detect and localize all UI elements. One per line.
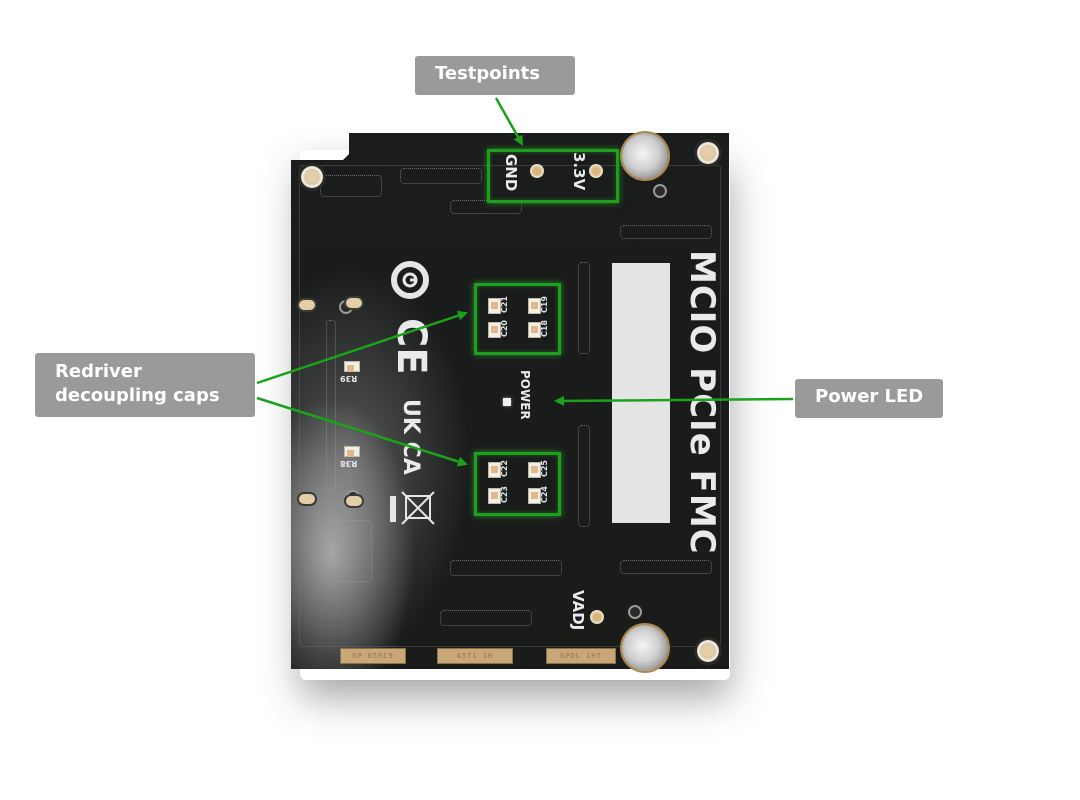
mounting-hole	[301, 166, 323, 188]
product-name-silkscreen: MCIO PCIe FMC	[682, 250, 722, 555]
trace	[320, 175, 382, 197]
via-chain	[326, 320, 336, 492]
via	[653, 184, 667, 198]
resistor-r38	[344, 446, 360, 457]
via-chain	[578, 425, 590, 527]
gold-pad: GPDL 1HT	[546, 648, 616, 664]
redriver-caps-callout: Redriver decoupling caps	[35, 353, 255, 417]
power-silkscreen: POWER	[518, 370, 532, 420]
mounting-hole	[697, 142, 719, 164]
power-led	[503, 398, 511, 406]
testpoints-highlight-box	[487, 149, 619, 203]
caps-top-highlight-box	[474, 283, 561, 355]
screw	[622, 625, 668, 671]
weee-bin-icon	[388, 490, 436, 526]
edge-pad	[346, 496, 362, 506]
testpoints-callout-text: Testpoints	[435, 63, 540, 84]
3v3-silkscreen: 3.3V	[570, 152, 588, 191]
testpoints-callout: Testpoints	[415, 56, 575, 95]
cap-c18	[528, 322, 541, 338]
edge-pad	[346, 298, 362, 308]
trace	[330, 520, 372, 582]
trace	[620, 225, 712, 239]
recycle-mark-icon	[390, 260, 430, 300]
trace	[450, 560, 562, 576]
ukca-mark: UK CA	[398, 399, 423, 475]
via	[628, 605, 642, 619]
blank-label-area	[612, 263, 670, 523]
3v3-testpoint	[589, 164, 603, 178]
trace	[450, 200, 522, 214]
pad-label: A5T1 1H	[456, 652, 494, 660]
power-led-callout-text: Power LED	[815, 386, 924, 407]
resistor-r39	[344, 361, 360, 372]
pad-label: OP 05RC9	[352, 652, 394, 660]
vadj-testpoint	[590, 610, 604, 624]
cap-c19	[528, 298, 541, 314]
mounting-hole	[697, 640, 719, 662]
ce-mark: CE	[388, 318, 434, 375]
gnd-silkscreen: GND	[502, 154, 520, 192]
r38-label: R38	[340, 459, 358, 468]
gnd-testpoint	[530, 164, 544, 178]
cap-c22	[488, 462, 501, 478]
trace	[440, 610, 532, 626]
r39-label: R39	[340, 374, 358, 383]
caps-bottom-highlight-box	[474, 452, 561, 516]
cap-c23	[488, 488, 501, 504]
trace	[620, 560, 712, 574]
vadj-silkscreen: VADJ	[569, 590, 587, 631]
trace	[400, 168, 482, 184]
cap-c21	[488, 298, 501, 314]
cap-c25	[528, 462, 541, 478]
power-led-callout: Power LED	[795, 379, 943, 418]
cap-c20	[488, 322, 501, 338]
via-chain	[578, 262, 590, 354]
redriver-caps-callout-text: Redriver decoupling caps	[55, 361, 220, 406]
screw	[622, 133, 668, 179]
gold-pad: A5T1 1H	[437, 648, 513, 664]
edge-pad	[299, 300, 315, 310]
gold-pad: OP 05RC9	[340, 648, 406, 664]
pad-label: GPDL 1HT	[560, 652, 602, 660]
edge-pad	[299, 494, 315, 504]
cap-c24	[528, 488, 541, 504]
